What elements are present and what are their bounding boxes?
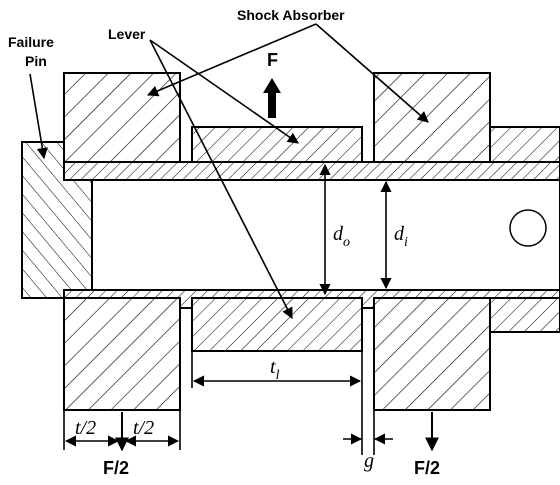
half-force-right-label: F/2	[414, 458, 440, 478]
t-lever-label: tl	[270, 356, 280, 383]
half-t-right-label: t/2	[133, 417, 154, 439]
shock-absorber-lower-right	[373, 297, 491, 411]
shock-absorber-lower-left	[63, 297, 181, 411]
half-t-dimension	[63, 410, 181, 450]
d-outer-label: do	[333, 223, 350, 250]
lever-label: Lever	[108, 26, 146, 42]
pin-hole	[509, 209, 547, 247]
gap-dimension	[343, 410, 393, 455]
lever-lower	[191, 297, 363, 352]
tube-bore	[91, 179, 560, 291]
half-t-left-label: t/2	[75, 417, 96, 439]
pin-label: Pin	[25, 53, 47, 69]
force-arrow	[263, 78, 281, 118]
shock-absorber-upper-right	[373, 72, 491, 163]
half-force-left-label: F/2	[103, 458, 129, 478]
gap-label: g	[364, 450, 374, 472]
tube-upper-wall	[63, 161, 560, 181]
shock-absorber-label: Shock Absorber	[237, 7, 345, 23]
d-inner-label: di	[394, 223, 408, 250]
force-label: F	[267, 50, 278, 70]
lever-upper	[191, 126, 363, 163]
right-collar-lower	[489, 297, 560, 333]
shock-absorber-upper-left	[63, 72, 181, 163]
right-collar-upper	[489, 126, 560, 163]
failure-label: Failure	[8, 34, 54, 50]
leader-lines	[29, 23, 429, 319]
